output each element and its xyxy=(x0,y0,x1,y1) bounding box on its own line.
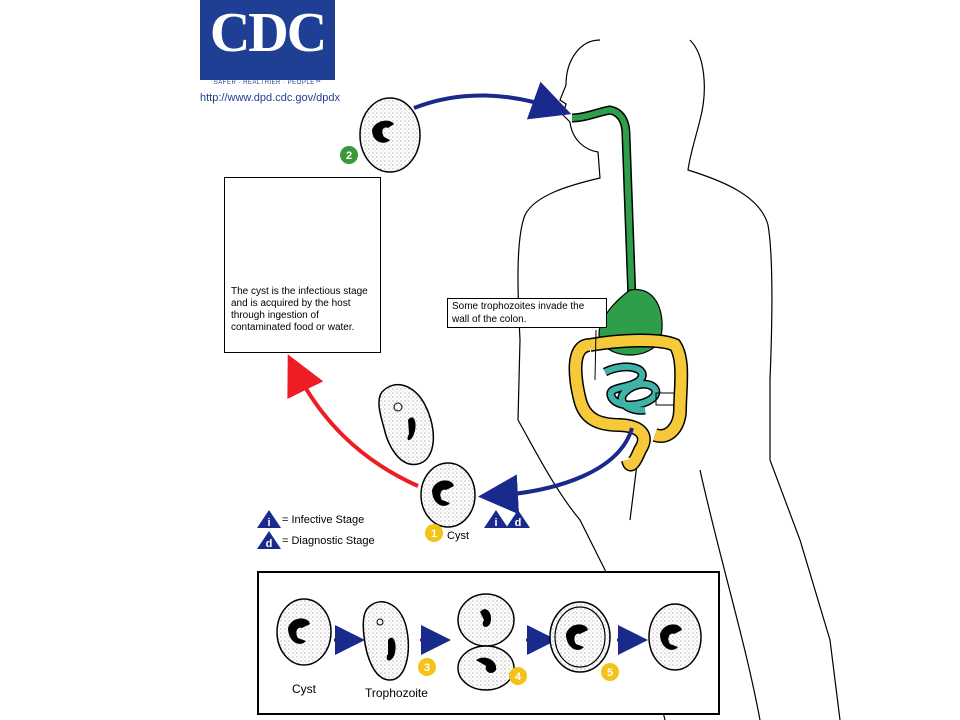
legend-diagnostic-label: = Diagnostic Stage xyxy=(282,535,375,547)
infection-info-box: The cyst is the infectious stage and is … xyxy=(224,177,381,353)
legend-infective-label: = Infective Stage xyxy=(282,514,365,526)
bottom-dividing-trophozoite xyxy=(457,593,515,691)
bottom-precyst xyxy=(549,601,611,673)
digestive-tract xyxy=(568,105,689,472)
bottom-cyst-1 xyxy=(276,598,332,666)
trophozoite-free xyxy=(378,383,435,466)
stage-1-number: 1 xyxy=(431,528,437,540)
bottom-trophozoite xyxy=(362,601,409,681)
stage-2-number: 2 xyxy=(346,150,352,162)
stage-2-marker xyxy=(340,146,358,164)
bottom-cyst-2 xyxy=(648,603,702,671)
stage-3-marker xyxy=(418,658,436,676)
stage-5-marker xyxy=(601,663,619,681)
stage-1-marker xyxy=(425,524,443,542)
legend-triangles xyxy=(257,510,530,549)
stage-3-number: 3 xyxy=(424,662,430,674)
colon-invasion-callout: Some trophozoites invade the wall of the… xyxy=(447,298,607,328)
legend-diagnostic-symbol: d xyxy=(266,538,273,550)
excretion-arrow xyxy=(478,427,634,515)
infection-info-text: The cyst is the infectious stage and is … xyxy=(231,286,368,333)
environment-arrow xyxy=(287,354,419,488)
cdc-logo-text: CDC xyxy=(209,2,327,64)
stage-4-marker xyxy=(509,667,527,685)
stage1-infective-symbol: i xyxy=(494,517,497,529)
cyst-stage-2 xyxy=(359,97,421,173)
stage1-diagnostic-symbol: d xyxy=(515,517,522,529)
stage-5-number: 5 xyxy=(607,667,613,679)
cdc-tagline: SAFER · HEALTHIER · PEOPLE™ xyxy=(213,80,322,86)
bottom-trophozoite-label: Trophozoite xyxy=(365,686,428,700)
bottom-cyst-label: Cyst xyxy=(292,682,316,696)
stage-1-label: Cyst xyxy=(447,530,469,542)
cdc-logo: CDC xyxy=(200,0,335,80)
legend-infective-symbol: i xyxy=(267,517,270,529)
source-url[interactable]: http://www.dpd.cdc.gov/dpdx xyxy=(200,92,341,104)
stage-4-number: 4 xyxy=(515,671,522,683)
ingestion-arrow xyxy=(413,81,572,120)
cyst-stage-1 xyxy=(420,462,476,528)
